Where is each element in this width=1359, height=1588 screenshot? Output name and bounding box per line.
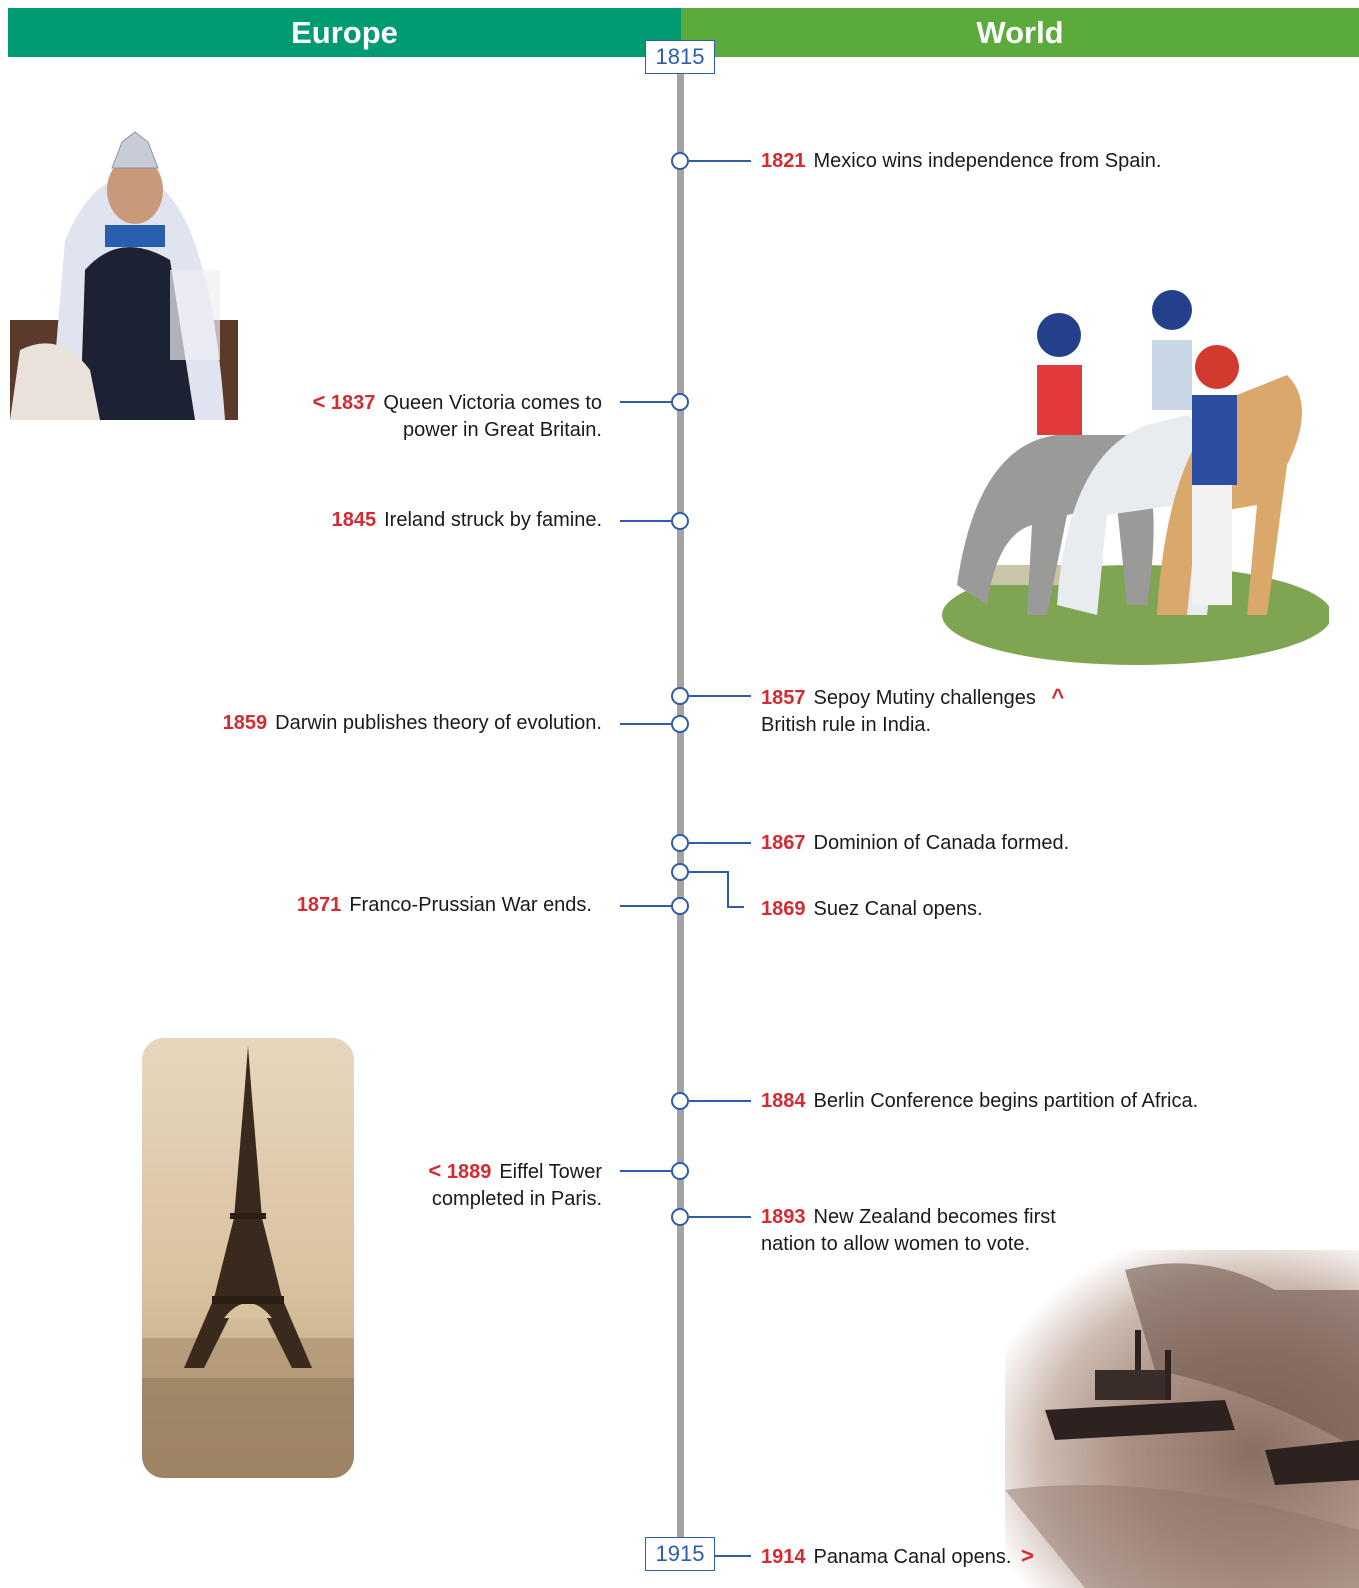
event-1871: 1871 Franco-Prussian War ends.: [297, 892, 592, 919]
event-1889: < 1889 Eiffel Tower completed in Paris.: [428, 1157, 602, 1213]
event-year: 1867: [761, 832, 806, 854]
node-1837: [671, 393, 689, 411]
queen-victoria-image: [10, 120, 238, 420]
event-year: 1859: [222, 712, 268, 734]
event-year: 1889: [446, 1161, 492, 1183]
node-1857: [671, 687, 689, 705]
event-year: 1869: [761, 898, 806, 920]
event-text: Berlin Conference begins partition of Af…: [813, 1090, 1199, 1112]
event-1845: 1845 Ireland struck by famine.: [332, 507, 602, 534]
timeline-axis: [677, 66, 684, 1556]
event-text: Darwin publishes theory of evolution.: [275, 712, 602, 734]
event-year: 1871: [296, 894, 342, 916]
event-year: 1914: [761, 1546, 806, 1568]
end-year-box: 1915: [645, 1537, 715, 1571]
event-year: 1884: [761, 1090, 806, 1112]
event-text: Sepoy Mutiny challenges: [813, 687, 1036, 709]
event-text: New Zealand becomes first: [813, 1206, 1056, 1228]
node-1859: [671, 715, 689, 733]
node-1869: [671, 863, 689, 881]
event-year: 1845: [331, 509, 377, 531]
node-1871: [671, 897, 689, 915]
event-text: Dominion of Canada formed.: [813, 832, 1070, 854]
event-text: Mexico wins independence from Spain.: [813, 150, 1162, 172]
event-text: Franco-Prussian War ends.: [349, 894, 592, 916]
event-text-line2: power in Great Britain.: [403, 419, 602, 441]
node-1884: [671, 1092, 689, 1110]
up-arrow-icon: ^: [1051, 684, 1065, 709]
left-arrow-icon: <: [312, 389, 326, 414]
event-1859: 1859 Darwin publishes theory of evolution…: [223, 710, 602, 737]
node-1821: [671, 152, 689, 170]
event-year: 1837: [330, 392, 376, 414]
right-arrow-icon: >: [1020, 1543, 1034, 1568]
event-year: 1893: [761, 1206, 806, 1228]
event-text: Panama Canal opens.: [813, 1546, 1012, 1568]
europe-header: Europe: [8, 8, 681, 57]
event-text-line2: completed in Paris.: [431, 1188, 602, 1210]
event-text: Queen Victoria comes to: [383, 392, 602, 414]
event-1869: 1869 Suez Canal opens.: [761, 896, 983, 923]
eiffel-tower-image: [142, 1038, 354, 1478]
node-1889: [671, 1162, 689, 1180]
left-arrow-icon: <: [428, 1158, 442, 1183]
event-1914: 1914 Panama Canal opens. >: [761, 1542, 1034, 1571]
event-text: Eiffel Tower: [499, 1161, 602, 1183]
sepoy-cavalry-image: [937, 285, 1329, 665]
event-year: 1857: [761, 687, 806, 709]
event-text-line2: British rule in India.: [761, 714, 932, 736]
node-1893: [671, 1208, 689, 1226]
world-header: World: [681, 8, 1359, 57]
event-text: Ireland struck by famine.: [384, 509, 602, 531]
event-text-line2: nation to allow women to vote.: [761, 1233, 1031, 1255]
start-year-box: 1815: [645, 40, 715, 74]
event-1821: 1821 Mexico wins independence from Spain.: [761, 148, 1161, 175]
event-1893: 1893 New Zealand becomes first nation to …: [761, 1204, 1056, 1258]
event-year: 1821: [761, 150, 806, 172]
event-1884: 1884 Berlin Conference begins partition o…: [761, 1088, 1198, 1115]
panama-canal-image: [1005, 1250, 1359, 1588]
event-1857: 1857 Sepoy Mutiny challenges ^ British ru…: [761, 683, 1064, 739]
event-text: Suez Canal opens.: [813, 898, 983, 920]
node-1867: [671, 834, 689, 852]
event-1867: 1867 Dominion of Canada formed.: [761, 830, 1069, 857]
node-1845: [671, 512, 689, 530]
event-1837: < 1837 Queen Victoria comes to power in G…: [312, 388, 602, 444]
